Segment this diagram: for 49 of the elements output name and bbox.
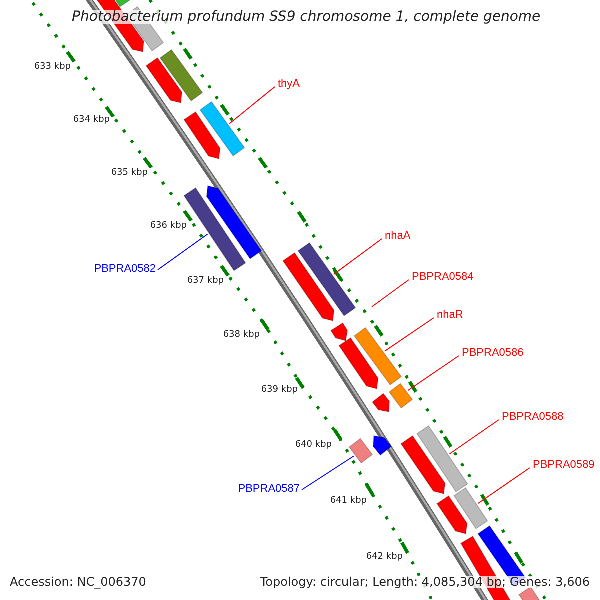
gene-bar xyxy=(454,488,488,530)
gene-label: nhaA xyxy=(385,231,411,242)
gene-feature xyxy=(146,57,183,104)
footer-text: Topology: circular; Length: 4,085,304 bp; Genes: 3,606 xyxy=(260,576,590,588)
gene-feature xyxy=(330,322,348,342)
leader-line xyxy=(372,280,410,308)
scale-label: 641 kbp xyxy=(330,496,367,506)
gene-feature xyxy=(338,338,379,390)
gene-label: PBPRA0589 xyxy=(533,460,595,471)
gene-bar xyxy=(160,49,204,102)
leader-line xyxy=(229,86,276,124)
scale-label: 633 kbp xyxy=(34,62,71,72)
gene-label: PBPRA0587 xyxy=(238,484,300,495)
gene-feature xyxy=(184,112,221,160)
leader-line xyxy=(384,318,434,352)
gene-feature xyxy=(282,252,335,322)
gene-bar xyxy=(200,101,246,157)
leader-line xyxy=(334,238,382,275)
footer-text: Accession: NC_006370 xyxy=(10,576,146,588)
gene-bar xyxy=(416,426,468,492)
gene-label: thyA xyxy=(278,79,300,90)
scale-label: 642 kbp xyxy=(366,552,403,562)
gene-feature xyxy=(206,186,262,260)
scale-label: 638 kbp xyxy=(223,330,260,340)
gene-feature xyxy=(436,496,468,534)
scale-label: 636 kbp xyxy=(150,222,187,230)
gene-label: PBPRA0582 xyxy=(94,264,156,275)
scale-label: 640 kbp xyxy=(295,440,332,450)
gene-label: PBPRA0588 xyxy=(502,412,564,423)
gene-bar xyxy=(348,438,374,464)
leader-line xyxy=(408,356,460,392)
scale-label: 635 kbp xyxy=(111,168,148,178)
gene-label: nhaR xyxy=(437,310,464,321)
scale-label: 639 kbp xyxy=(261,386,298,394)
leader-line xyxy=(478,468,530,504)
leader-line xyxy=(158,234,208,270)
leader-line xyxy=(449,420,500,455)
scale-label: 634 kbp xyxy=(73,116,110,124)
gene-feature xyxy=(372,393,390,412)
scale-label: 637 kbp xyxy=(187,276,224,286)
gene-label: PBPRA0584 xyxy=(412,272,474,283)
leader-line xyxy=(302,456,354,490)
title: Photobacterium profundum SS9 chromosome 1, complete genome xyxy=(72,10,541,24)
gene-bar xyxy=(388,383,414,409)
gene-bar xyxy=(298,242,356,317)
gene-feature xyxy=(400,435,446,494)
gene-bar xyxy=(354,327,402,386)
gene-feature xyxy=(373,436,392,456)
gene-label: PBPRA0586 xyxy=(462,348,524,359)
